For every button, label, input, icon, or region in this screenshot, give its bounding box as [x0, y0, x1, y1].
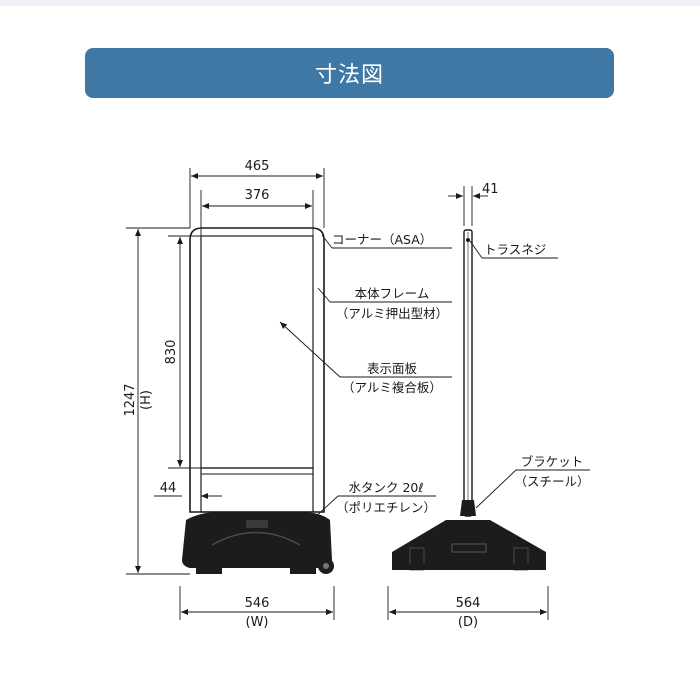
top-strip [0, 0, 700, 6]
side-view: 41 トラスネジ ブラケット （スチール） 564 (D) [387, 182, 590, 630]
depth-symbol: (D) [458, 615, 478, 630]
thickness-label: 41 [482, 182, 499, 197]
panel-label-line2: （アルミ複合板） [342, 380, 442, 395]
corner-label: コーナー（ASA） [332, 232, 432, 247]
title-banner: 寸法図 [85, 48, 614, 98]
side-water-tank [392, 520, 546, 566]
front-lower-panel [200, 467, 314, 513]
tank-label-line1: 水タンク 20ℓ [348, 480, 423, 495]
panel-label-line1: 表示面板 [367, 361, 418, 376]
width-inner-label: 376 [245, 188, 270, 203]
base-width-label: 546 [245, 596, 270, 611]
base-width-symbol: (W) [246, 615, 269, 630]
front-water-tank [182, 512, 332, 568]
panel-height-label: 830 [164, 340, 179, 365]
front-view: 465 376 1247 (H) 830 44 546 (W) コーナー（ASA… [123, 159, 452, 630]
depth-label: 564 [456, 596, 481, 611]
page-title: 寸法図 [314, 63, 384, 88]
bracket-label-line2: （スチール） [514, 474, 589, 489]
truss-screw-label: トラスネジ [484, 242, 546, 257]
front-frame [189, 227, 325, 513]
width-outer-label: 465 [245, 159, 270, 174]
side-bracket [460, 500, 476, 516]
truss-screw-dot [466, 238, 470, 242]
frame-label-line1: 本体フレーム [355, 286, 430, 301]
frame-label-line2: （アルミ押出型材） [336, 306, 448, 321]
front-panel [200, 235, 314, 469]
bracket-label-line1: ブラケット [521, 454, 584, 469]
tank-label-line2: （ポリエチレン） [336, 500, 436, 515]
height-total-label: 1247 [123, 383, 138, 416]
bottom-offset-label: 44 [160, 481, 177, 496]
height-total-symbol: (H) [139, 390, 154, 410]
